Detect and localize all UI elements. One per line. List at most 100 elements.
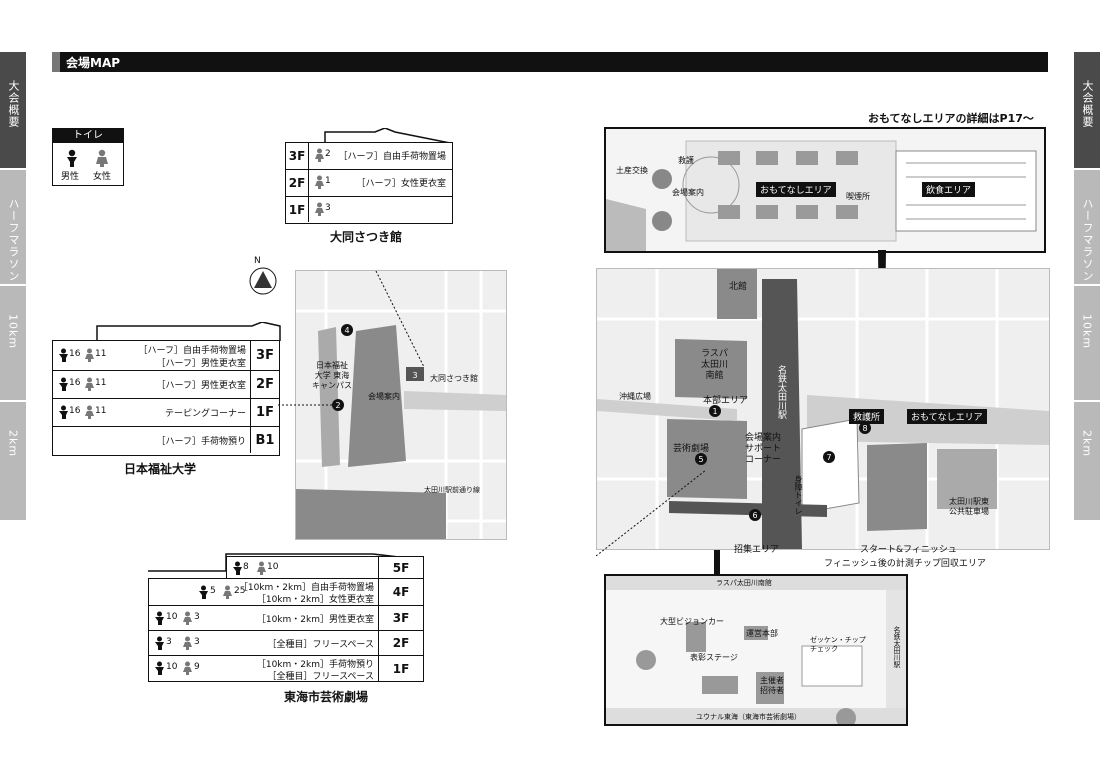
lasupa-label: ラスパ 太田川 南館 [701,349,729,381]
marker-8: 8 [859,422,871,434]
chip-return-label: フィニッシュ後の計測チップ回収エリア [824,559,986,569]
side-tab-2km-left[interactable]: 2km [0,402,26,520]
female-toilet-icon [183,661,192,675]
theater-floor-row: 5 25 ［10km・2km］自由手荷物置場 ［10km・2km］女性更衣室 4… [149,579,423,605]
omotenashi-map-tag: おもてなしエリア [907,409,987,424]
food-area-tag: 飲食エリア [922,182,976,197]
male-toilet-icon [59,348,68,362]
station-label: 名鉄太田川駅 [776,365,786,419]
operations-hq-label: 運営本部 [746,629,778,638]
nfu-floor-row: 16 11 テーピングコーナー 1F [53,398,279,426]
female-toilet-icon [183,636,192,650]
info-small-label: 会場案内 [672,188,704,197]
header-accent [52,52,60,72]
marker-6: 6 [749,509,761,521]
female-toilet-icon [257,561,266,575]
female-toilet-icon [315,148,324,162]
pickup-label: ゼッケン・チップ チェック [810,636,866,653]
female-toilet-icon [223,585,232,599]
marker-2: 2 [332,399,344,411]
side-tab-overview-left[interactable]: 大会概要 [0,52,26,168]
stage-label: 表彰ステージ [690,653,738,662]
local-label: 土産交換 [616,166,648,175]
theater-5f-row: 8 8 10 5F [226,556,424,579]
female-toilet-icon [85,348,94,362]
theater-name: 東海市芸術劇場 [284,690,369,704]
male-toilet-icon [67,149,77,167]
nfu-floor-row: 16 11 ［ハーフ］男性更衣室 2F [53,370,279,398]
right-street-label: 名鉄太田川駅 [893,626,901,668]
omotenashi-area-tag: おもてなしエリア [756,182,836,197]
organizer-label: 主催者 招待者 [760,676,784,695]
female-toilet-icon [85,405,94,419]
parking-label: 太田川駅東 公共駐車場 [949,497,989,516]
north-arrow-icon [249,267,277,295]
marker-5: 5 [695,453,707,465]
hq-label: 本部エリア [703,396,749,406]
theater-map-label: 芸術劇場 [673,444,710,454]
side-tab-half-right[interactable]: ハーフマラソン [1074,170,1100,284]
daido-floor-table: 3F 2 ［ハーフ］自由手荷物置場 2F 1 ［ハーフ］女性更衣室 1F 3 [285,142,453,224]
start-finish-label: スタート&フィニッシュ [860,545,957,555]
toilet-legend: トイレ 男性 女性 [52,128,124,186]
vision-label: 大型ビジョンカー [660,617,724,626]
theater-floor-row: 10 9 ［10km・2km］手荷物預り ［全種目］フリースペース 1F [149,655,423,682]
theater-floor-row: 3 3 ［全種目］フリースペース 2F [149,630,423,655]
theater-floor-row: 10 3 ［10km・2km］男性更衣室 3F [149,605,423,630]
street-top-label: ラスパ太田川南館 [716,579,772,587]
theater-leader-line [596,470,707,557]
female-toilet-icon [183,611,192,625]
nfu-leader-line [278,404,338,406]
theater-floor-table: 5 25 ［10km・2km］自由手荷物置場 ［10km・2km］女性更衣室 4… [148,578,424,682]
support-label: 会場案内 サポート コーナー [745,433,782,465]
marker-4: 4 [341,324,353,336]
top-inset: おもてなしエリア 飲食エリア 救護 土産交換 会場案内 喫煙所 [604,127,1046,253]
campus-label: 日本福祉 大学 東海 キャンパス [312,361,352,390]
side-tab-overview-right[interactable]: 大会概要 [1074,52,1100,168]
omotenashi-detail-label: おもてなしエリアの詳細はP17〜 [868,112,1034,125]
first-aid-tag: 救護所 [849,409,885,424]
nfu-name: 日本福祉大学 [124,462,197,476]
daido-floor-row: 1F 3 [286,196,452,222]
marker-7: 7 [823,451,835,463]
daido-floor-row: 3F 2 ［ハーフ］自由手荷物置場 [286,143,452,169]
daido-name: 大同さつき館 [330,230,403,244]
female-toilet-icon [315,175,324,189]
male-label: 男性 [61,172,80,182]
toilet-legend-title: トイレ [53,129,123,143]
side-tab-10km-right[interactable]: 10km [1074,286,1100,400]
female-label: 女性 [93,172,112,182]
bottom-inset: ラスパ太田川南館 大型ビジョンカー 運営本部 表彰ステージ 主催者 招待者 ゼッ… [604,574,908,726]
male-toilet-icon [199,585,208,599]
marker-1: 1 [709,405,721,417]
first-aid-small-label: 救護 [678,156,694,165]
nfu-roof [52,322,281,342]
side-tab-half-left[interactable]: ハーフマラソン [0,170,26,284]
female-toilet-icon [315,202,324,216]
north-label: N [254,256,261,266]
page-title: 会場MAP [66,56,121,70]
nfu-floor-table: 16 11 ［ハーフ］自由手荷物置場 ［ハーフ］男性更衣室 3F 16 11 ［… [52,340,280,456]
female-toilet-icon [96,149,108,167]
male-toilet-icon [155,611,164,625]
venue-info-label: 会場案内 [368,392,400,401]
marker-3: 3 [409,369,421,381]
side-tab-2km-right[interactable]: 2km [1074,402,1100,520]
header-bar: 会場MAP [52,52,1048,72]
side-tab-10km-left[interactable]: 10km [0,286,26,400]
male-toilet-icon [59,405,68,419]
male-toilet-icon [59,377,68,391]
right-map: 北館 ラスパ 太田川 南館 沖縄広場 本部エリア 1 芸術劇場 5 会場案内 サ… [596,268,1050,550]
nfu-floor-row: 16 11 ［ハーフ］自由手荷物置場 ［ハーフ］男性更衣室 3F [53,341,279,370]
male-toilet-icon [155,661,164,675]
okinawa-label: 沖縄広場 [619,392,651,401]
male-toilet-icon [155,636,164,650]
female-toilet-icon [85,377,94,391]
smoke-label: 喫煙所 [846,192,870,201]
male-toilet-icon [233,561,242,575]
nfu-floor-row: ［ハーフ］手荷物預り B1 [53,426,279,453]
gathering-label: 招集エリア [734,545,780,555]
daido-floor-row: 2F 1 ［ハーフ］女性更衣室 [286,169,452,196]
road-label: 太田川駅前通り線 [424,486,480,494]
daido-map-label: 大同さつき館 [430,374,478,383]
